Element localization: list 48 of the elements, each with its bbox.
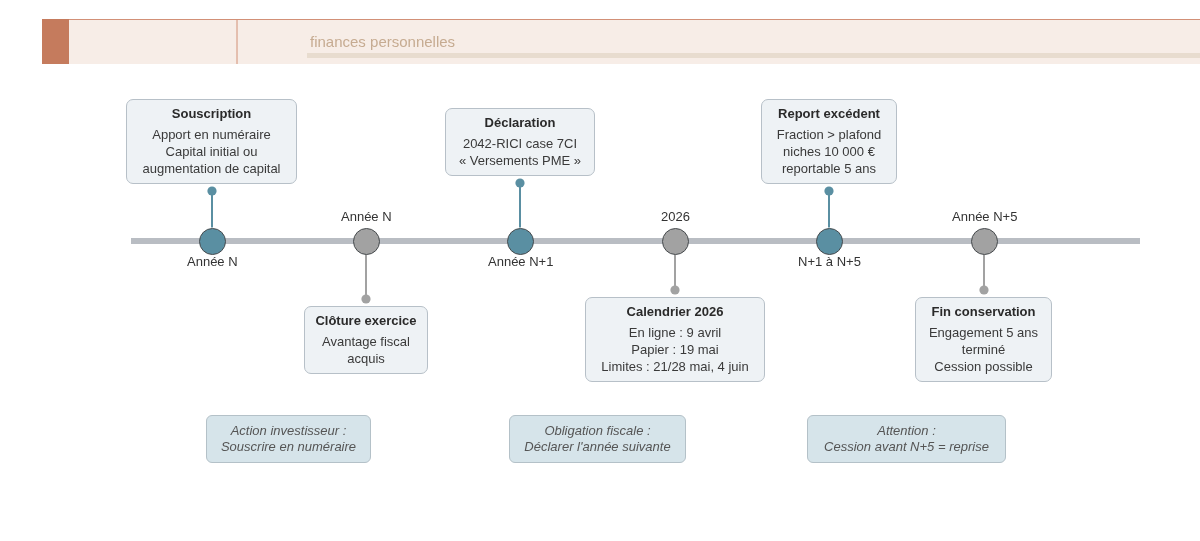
milestone-circle (661, 227, 689, 255)
milestone-circle (506, 227, 534, 255)
event-title: Souscription (170, 105, 253, 122)
event-card (304, 306, 428, 374)
milestone-circle (352, 227, 380, 255)
event-title: Déclaration (483, 114, 557, 131)
milestone-label: Année N+1 (488, 254, 554, 270)
milestone-label: Année N+5 (952, 209, 1018, 225)
note-text: Action investisseur : (229, 423, 348, 439)
event-detail: Capital initial ou augmentation de capital (141, 143, 282, 177)
milestone-label: N+1 à N+5 (798, 254, 861, 270)
event-detail: Fraction > plafond niches 10 000 € reportable 5 ans (775, 126, 883, 177)
note-text: Souscrire en numéraire (219, 439, 358, 455)
event-detail: Cession possible (933, 358, 1034, 375)
event-title: Clôture exercice (314, 312, 418, 329)
event-title: Calendrier 2026 (625, 303, 725, 320)
milestone-label: 2026 (661, 209, 690, 225)
event-detail: Engagement 5 ans terminé (927, 324, 1040, 358)
event-detail: Limites : 21/28 mai, 4 juin (600, 358, 750, 375)
milestone-label: Année N (187, 254, 238, 270)
connector-stem (824, 183, 834, 229)
milestone-circle (970, 227, 998, 255)
event-card (445, 108, 595, 176)
note-text: Attention : (876, 423, 937, 439)
milestone-circle (198, 227, 226, 255)
event-title: Report excédent (777, 105, 881, 122)
note-text: Obligation fiscale : (543, 423, 652, 439)
milestone-label: Année N (341, 209, 392, 225)
event-detail: 2042-RICI case 7CI (461, 135, 579, 152)
event-card (585, 297, 765, 382)
event-detail: Apport en numéraire (151, 126, 272, 143)
event-detail: Avantage fiscal acquis (321, 333, 411, 367)
event-card (126, 99, 297, 184)
note-card (206, 415, 371, 463)
connector-stem (515, 175, 525, 229)
event-card (761, 99, 897, 184)
event-detail: « Versements PME » (457, 152, 583, 169)
note-card (807, 415, 1006, 463)
note-card (509, 415, 686, 463)
event-card (915, 297, 1052, 382)
connector-stem (207, 183, 217, 229)
note-text: Cession avant N+5 = reprise (823, 439, 990, 455)
header-tagline: finances personnelles (310, 33, 456, 51)
event-detail: En ligne : 9 avril (627, 324, 723, 341)
note-text: Déclarer l'année suivante (523, 439, 672, 455)
event-title: Fin conservation (930, 303, 1037, 320)
milestone-circle (815, 227, 843, 255)
event-detail: Papier : 19 mai (630, 341, 720, 358)
